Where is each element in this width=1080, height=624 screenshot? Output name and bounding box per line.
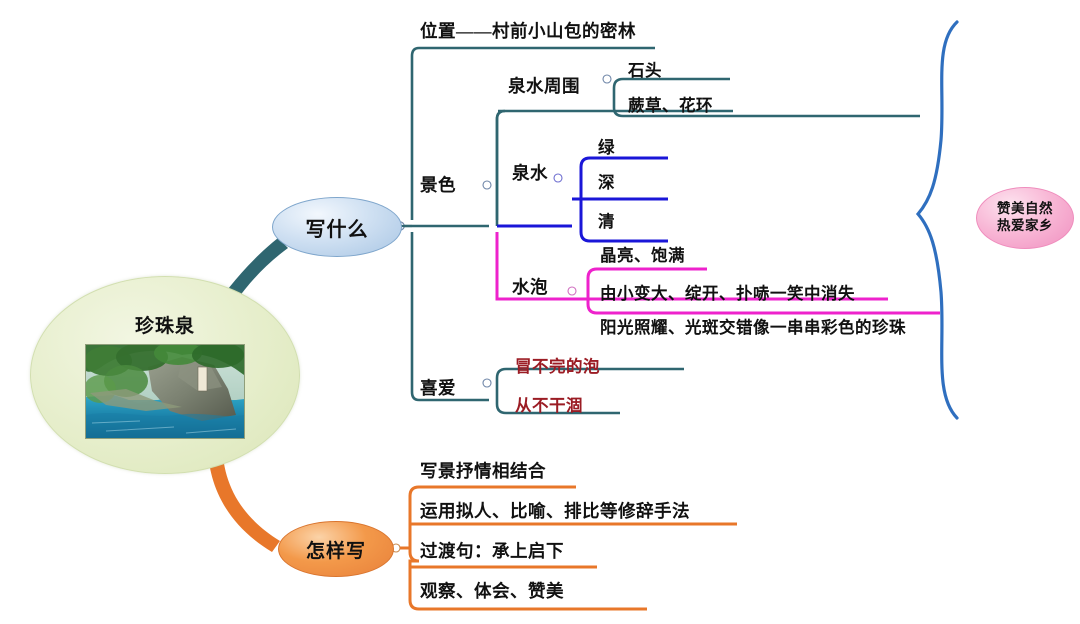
branch-node-xieshenme[interactable]: 写什么 [272,197,402,257]
label-qing[interactable]: 清 [598,212,615,231]
label-shuipao[interactable]: 水泡 [512,277,548,297]
collapse-handle-quanshuizhouwei[interactable] [602,74,612,84]
summary-node[interactable]: 赞美自然 热爱家乡 [976,187,1074,249]
label-quanshui[interactable]: 泉水 [512,163,548,183]
summary-line-1: 赞美自然 [997,201,1053,217]
branch-node-zenyangxie-label: 怎样写 [305,540,366,562]
label-lv[interactable]: 绿 [598,138,615,157]
label-weizhi[interactable]: 位置——村前小山包的密林 [420,21,636,41]
label-jingliang-baoman[interactable]: 晶亮、饱满 [600,246,685,265]
label-juecao-huahuan[interactable]: 蕨草、花环 [628,96,713,115]
connector-quanshui-bracket [579,156,668,243]
spring-photo-illustration [86,345,244,438]
label-xiai[interactable]: 喜爱 [420,378,456,398]
collapse-handle-quanshui[interactable] [553,173,563,183]
branch-node-zenyangxie[interactable]: 怎样写 [278,521,394,577]
label-guancha-tihui-zanmei[interactable]: 观察、体会、赞美 [420,581,564,601]
label-yangguangzhaoyao[interactable]: 阳光照耀、光斑交错像一串串彩色的珍珠 [600,318,906,337]
label-maobuwandepao[interactable]: 冒不完的泡 [515,357,600,376]
label-yunyong-niren[interactable]: 运用拟人、比喻、排比等修辞手法 [420,501,690,521]
root-node-label: 珍珠泉 [134,316,195,337]
collapse-handle-xiai[interactable] [482,378,492,388]
label-shitou[interactable]: 石头 [628,61,662,80]
label-congbuganhe[interactable]: 从不干涸 [515,396,583,415]
collapse-handle-jingse[interactable] [482,180,492,190]
label-shen[interactable]: 深 [598,173,615,192]
summary-line-2: 热爱家乡 [997,218,1053,233]
label-youxiaobianda[interactable]: 由小变大、绽开、扑哧一笑中消失 [600,284,855,303]
label-xiejing-shuqing[interactable]: 写景抒情相结合 [420,461,546,481]
collapse-handle-shuipao[interactable] [567,286,577,296]
branch-node-xieshenme-label: 写什么 [305,218,369,241]
label-quanshuizhouwei[interactable]: 泉水周围 [508,76,580,96]
root-node-photo [85,344,245,439]
connector-jingse-to-quanshuizhouwei [495,109,506,226]
root-node[interactable]: 珍珠泉 [30,276,300,474]
label-jingse[interactable]: 景色 [420,175,456,195]
summary-brace [915,20,959,420]
label-guodu-ju[interactable]: 过渡句：承上启下 [420,541,564,561]
